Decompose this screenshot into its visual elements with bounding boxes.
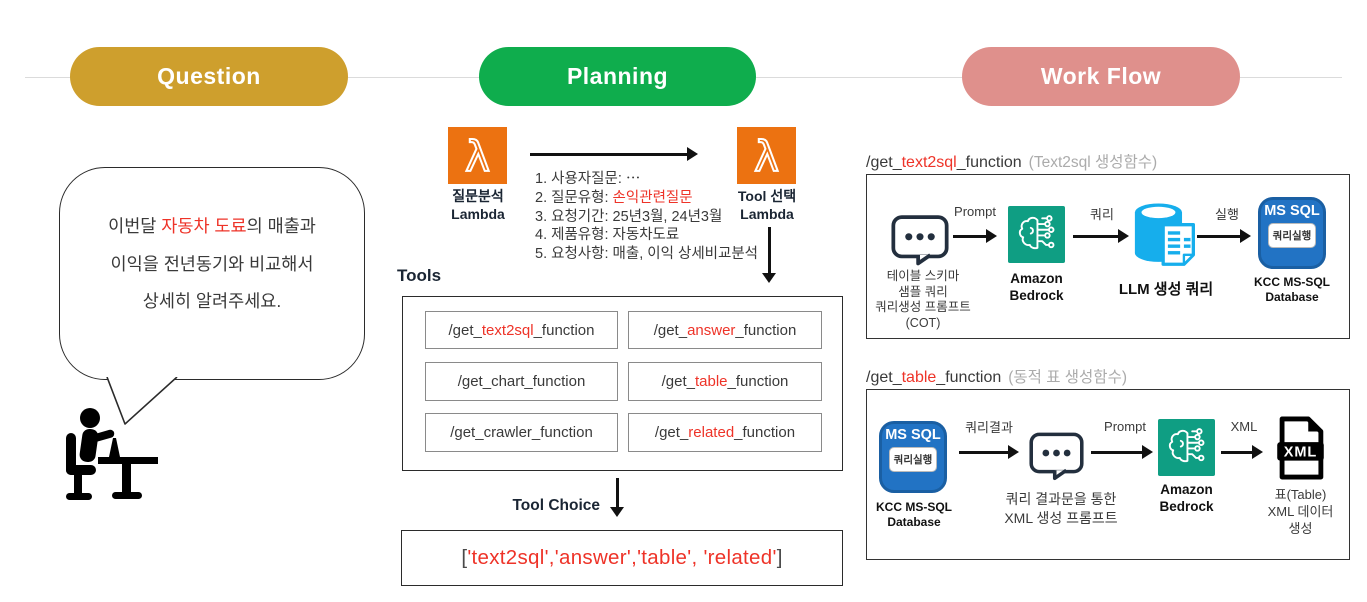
analysis-item: 1. 사용자질문: ⋯ [535,171,641,187]
tool-select-arrow-icon [762,227,776,283]
flow2-title-note: (동적 표 생성함수) [1008,369,1127,386]
flow1-box: 테이블 스키마 샘플 쿼리 쿼리생성 프롬프트 (COT) Prompt Ama… [866,174,1350,339]
analysis-item: 2. 질문유형: 손익관련질문 [535,189,693,206]
flow1-title-note: (Text2sql 생성함수) [1028,154,1158,171]
flow1-mssql-caption: KCC MS-SQL Database [1254,275,1330,304]
mssql-database-icon: MS SQL 쿼리실행 [1258,197,1326,269]
flow1-arrow2-label: 쿼리 [1090,207,1114,222]
question-header-label: Question [157,63,261,89]
analysis-item: 4. 제품유형: 자동차도료 [535,227,680,244]
flow1-title: /get_text2sql_function(Text2sql 생성함수) [866,154,1158,171]
question-line-1: 이번달 자동차 도료의 매출과 [108,216,316,236]
flow1-arrow3-label: 실행 [1215,207,1239,222]
svg-text:λ: λ [465,132,490,181]
flow1-db-caption: LLM 생성 쿼리 [1118,281,1214,298]
result-values: 'text2sql','answer','table', 'related' [467,546,777,569]
lambda-right-caption: Tool 선택 Lambda [737,188,797,222]
flow2-arrow2-label: Prompt [1104,419,1146,434]
question-analysis-list: 1. 사용자질문: ⋯ 2. 질문유형: 손익관련질문 3. 요청기간: 25년… [535,170,758,264]
question-speech-bubble: 이번달 자동차 도료의 매출과 이익을 전년동기와 비교해서 상세히 알려주세요… [59,167,365,380]
tool-item-text2sql: /get_text2sql_function [425,311,618,349]
workflow-header-label: Work Flow [1040,63,1162,89]
arrow-icon [1091,445,1153,459]
tool-item-answer: /get_answer_function [628,311,822,349]
analysis-item: 3. 요청기간: 25년3월, 24년3월 [535,208,723,225]
flow2-chat-caption: 쿼리 결과문을 통한 XML 생성 프롬프트 [1004,491,1118,526]
tool-item-crawler: /get_crawler_function [425,413,618,452]
person-at-desk-icon [66,408,158,500]
tool-choice-label: Tool Choice [512,497,600,514]
question-line-2: 이익을 전년동기와 비교해서 [110,253,314,274]
xml-badge-text: XML [1284,445,1318,461]
tool-item-table: /get_table_function [628,362,822,401]
arrow-icon [953,229,997,243]
question-line-3: 상세히 알려주세요. [142,291,282,311]
amazon-bedrock-icon [1158,419,1215,476]
flow2-xml-caption: 표(Table) XML 데이터 생성 [1267,487,1334,536]
lambda-icon: λ [737,127,796,184]
arrow-icon [959,445,1019,459]
mssql-database-icon: MS SQL 쿼리실행 [879,421,947,493]
tools-label: Tools [397,266,442,285]
question-highlight: 자동차 도료 [161,216,247,236]
flow2-box: MS SQL 쿼리실행 KCC MS-SQL Database 쿼리결과 쿼리 … [866,389,1350,560]
flow2-arrow3-label: XML [1230,419,1258,434]
xml-file-icon: XML [1277,416,1324,480]
flow1-arrow1-label: Prompt [954,204,996,219]
prompt-chat-icon [1029,432,1084,481]
lambda-left-caption: 질문분석 Lambda [451,188,505,222]
result-bracket-close: ] [776,546,783,569]
question-text: 이번달 자동차 도료의 매출과 이익을 전년동기와 비교해서 상세히 알려주세요… [60,208,364,321]
flow2-mssql-caption: KCC MS-SQL Database [876,500,952,529]
planning-arrow-icon [530,147,698,161]
tool-item-chart: /get_chart_function [425,362,618,401]
svg-text:λ: λ [754,132,779,181]
arrow-icon [1197,229,1251,243]
flow1-bedrock-caption: Amazon Bedrock [1009,271,1064,303]
lambda-icon: λ [448,127,507,184]
tool-choice-result: ['text2sql','answer','table', 'related'] [401,530,843,586]
question-section-header: Question [70,47,348,106]
llm-query-database-icon [1134,203,1195,266]
tool-item-related: /get_related_function [628,413,822,452]
workflow-section-header: Work Flow [962,47,1240,106]
arrow-icon [1221,445,1263,459]
planning-header-label: Planning [566,63,669,89]
flow2-arrow1-label: 쿼리결과 [965,420,1013,435]
speech-bubble-tail [106,377,178,425]
flow2-title: /get_table_function(동적 표 생성함수) [866,369,1127,386]
tool-choice-arrow-icon [610,478,624,517]
planning-section-header: Planning [479,47,756,106]
analysis-item: 5. 요청사항: 매출, 이익 상세비교분석 [535,246,759,263]
result-bracket-open: [ [461,546,468,569]
flow1-chat-caption: 테이블 스키마 샘플 쿼리 쿼리생성 프롬프트 (COT) [875,269,971,330]
flow2-bedrock-caption: Amazon Bedrock [1159,482,1214,514]
amazon-bedrock-icon [1008,206,1065,263]
prompt-chat-icon [891,215,949,266]
arrow-icon [1073,229,1129,243]
tools-box [402,296,843,471]
